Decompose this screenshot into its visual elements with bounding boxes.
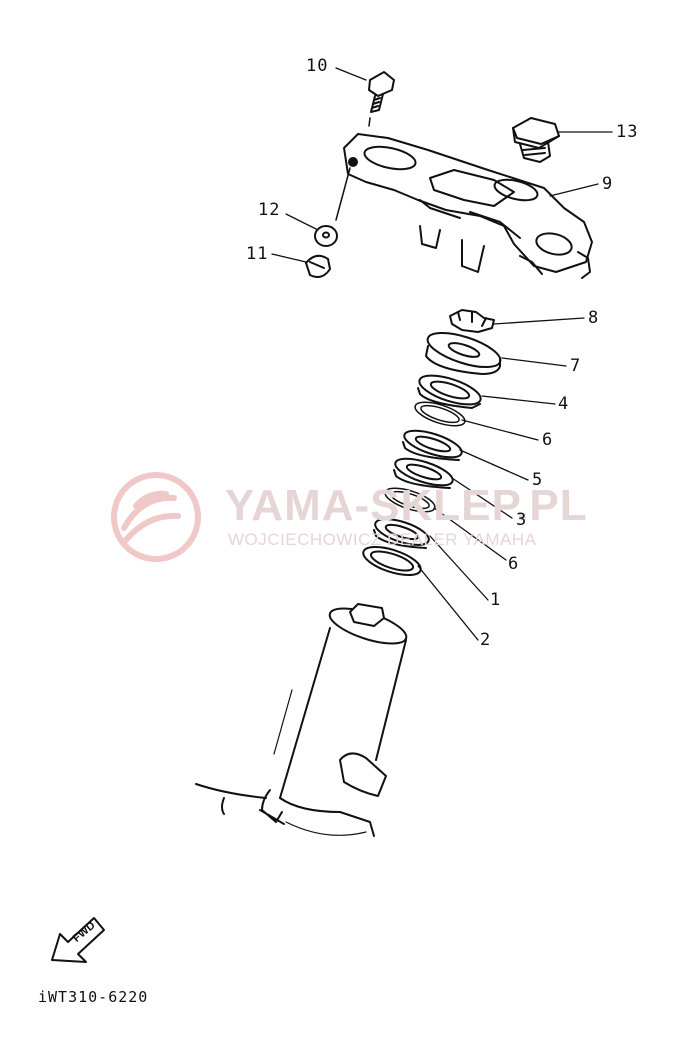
callout-8: 8	[588, 308, 600, 328]
upper-bracket-part-9	[335, 133, 593, 279]
ball-bearing-part-6-upper	[414, 401, 466, 427]
bearing-race-part-3	[393, 457, 454, 489]
callout-12: 12	[258, 200, 281, 220]
bearing-race-part-4	[417, 374, 482, 409]
callout-13: 13	[616, 122, 639, 142]
bolt-part-10	[368, 71, 395, 127]
callout-3: 3	[516, 510, 528, 530]
watermark-subtitle: WOJCIECHOWICZ DEALER YAMAHA	[228, 530, 537, 549]
washer-part-12	[314, 225, 338, 247]
callout-11: 11	[246, 244, 269, 264]
callout-4: 4	[558, 394, 570, 414]
fwd-arrow-icon	[51, 917, 105, 963]
leader-lines	[271, 67, 613, 641]
watermark-logo	[111, 472, 201, 562]
cap-part-11	[305, 254, 331, 278]
callout-7: 7	[570, 356, 582, 376]
steering-stem	[195, 603, 408, 837]
drawing-code: iWT310-6220	[38, 988, 149, 1006]
ring-nut-part-8	[449, 309, 495, 333]
callout-6-upper: 6	[542, 430, 554, 450]
callout-10: 10	[306, 56, 329, 76]
dust-seal-part-2	[362, 546, 422, 576]
callout-5: 5	[532, 470, 544, 490]
callout-9: 9	[602, 174, 614, 194]
callout-6-lower: 6	[508, 554, 520, 574]
bearing-race-part-5	[402, 429, 463, 461]
bearing-race-part-1	[373, 518, 430, 549]
callout-1: 1	[490, 590, 502, 610]
watermark-title: YAMA-SKLEP.PL	[225, 481, 588, 530]
callout-2: 2	[480, 630, 492, 650]
cover-part-7	[425, 331, 502, 375]
bolt-part-13	[512, 117, 560, 163]
